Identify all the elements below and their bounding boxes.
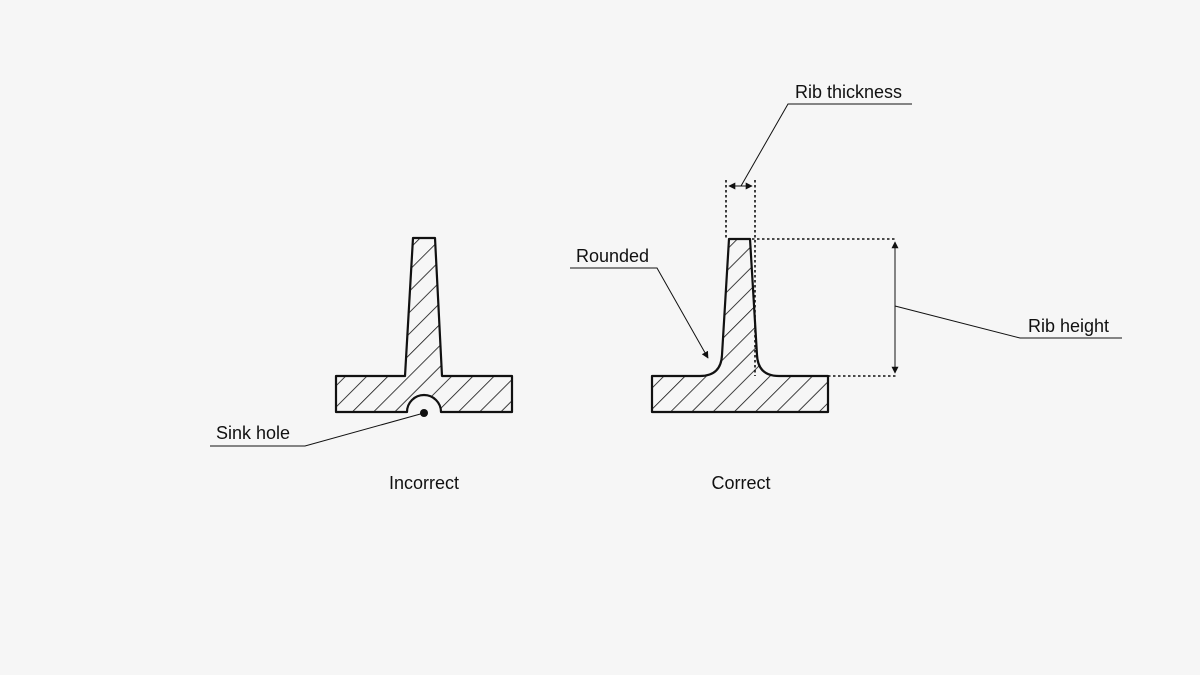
rib-height-leader bbox=[894, 305, 1122, 339]
incorrect-rib-profile bbox=[334, 236, 514, 414]
rib-thickness-label: Rib thickness bbox=[795, 82, 902, 102]
sink-hole-label: Sink hole bbox=[216, 423, 290, 443]
rounded-leader bbox=[570, 267, 709, 359]
incorrect-caption: Incorrect bbox=[389, 473, 459, 493]
correct-rib-profile bbox=[650, 237, 830, 414]
rib-height-label: Rib height bbox=[1028, 316, 1109, 336]
incorrect-panel: Sink hole Incorrect bbox=[210, 236, 514, 493]
rib-thickness-leader bbox=[740, 103, 912, 187]
correct-caption: Correct bbox=[711, 473, 770, 493]
rounded-label: Rounded bbox=[576, 246, 649, 266]
correct-panel: Rounded Rib thickness Rib height Correct bbox=[570, 82, 1122, 493]
sink-hole-leader bbox=[210, 412, 425, 447]
